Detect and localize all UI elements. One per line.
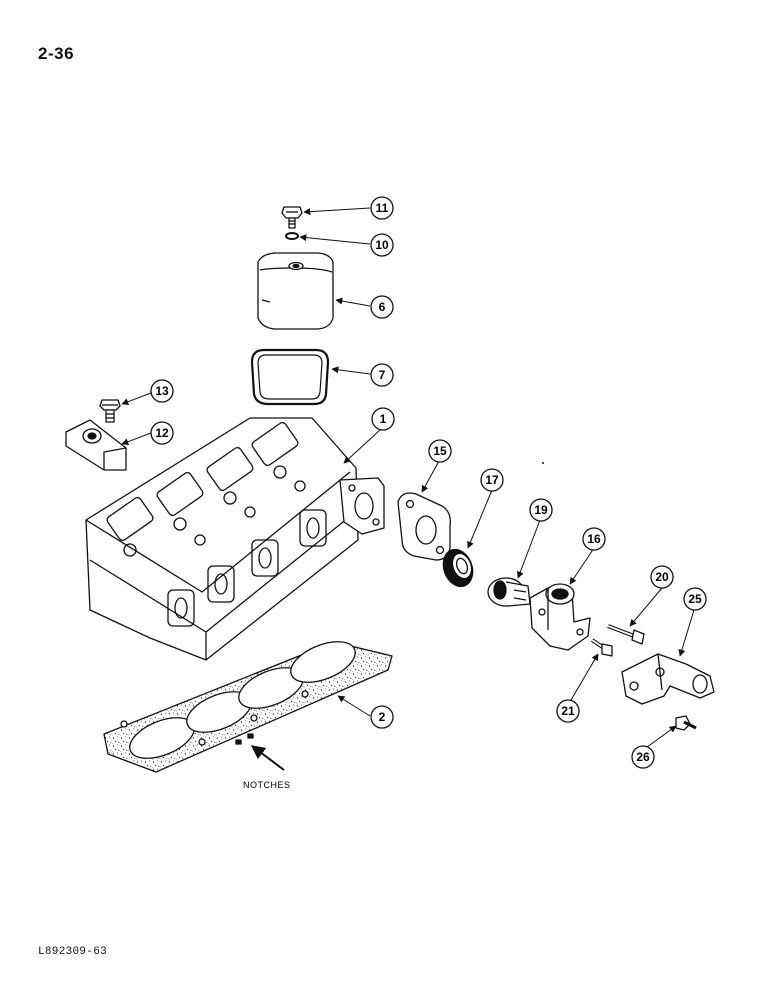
bolt-part-21 [590, 638, 613, 657]
callout-7-label: 7 [379, 368, 386, 382]
callout-1: 1 [371, 407, 395, 431]
head-gasket-part-2 [103, 641, 393, 773]
callout-6-label: 6 [379, 300, 386, 314]
cover-part-6 [257, 252, 334, 330]
callout-21: 21 [556, 699, 580, 723]
callout-11-label: 11 [376, 201, 389, 215]
callout-10: 10 [370, 233, 394, 257]
callout-2: 2 [370, 705, 394, 729]
callout-20: 20 [650, 565, 674, 589]
thermostat-part-19 [487, 577, 531, 607]
lifting-bracket-part-12 [65, 419, 127, 471]
callout-12-label: 12 [155, 426, 169, 440]
callout-10-label: 10 [375, 238, 389, 252]
callout-16-label: 16 [587, 532, 601, 546]
gasket-part-7 [250, 348, 330, 406]
callout-26: 26 [631, 745, 655, 769]
callout-2-label: 2 [379, 710, 386, 724]
callout-19-label: 19 [534, 503, 548, 517]
callout-19: 19 [529, 498, 553, 522]
callout-17: 17 [480, 468, 504, 492]
figure-code: L892309-63 [38, 946, 108, 958]
callout-16: 16 [582, 527, 606, 551]
callout-11: 11 [370, 196, 394, 220]
gasket-part-15 [397, 492, 451, 561]
callout-20-label: 20 [655, 570, 669, 584]
bolt-part-13 [99, 399, 121, 423]
cylinder-head-part-1 [85, 417, 385, 661]
callout-13-label: 13 [155, 384, 169, 398]
callout-25-label: 25 [688, 592, 702, 606]
callout-17-label: 17 [485, 473, 499, 487]
bolt-part-26 [675, 715, 697, 731]
callout-1-label: 1 [380, 412, 387, 426]
callout-12: 12 [150, 421, 174, 445]
callout-21-label: 21 [561, 704, 575, 718]
leader-lines [121, 207, 695, 771]
page-number: 2-36 [38, 44, 75, 63]
bolt-part-11 [281, 206, 303, 229]
callout-25: 25 [683, 587, 707, 611]
callout-13: 13 [150, 379, 174, 403]
callout-15-label: 15 [433, 444, 447, 458]
callout-7: 7 [370, 363, 394, 387]
callout-6: 6 [370, 295, 394, 319]
washer-part-10 [285, 232, 299, 240]
callout-15: 15 [428, 439, 452, 463]
callout-26-label: 26 [636, 750, 650, 764]
notches-label: NOTCHES [243, 780, 291, 790]
water-outlet-part-16 [529, 583, 591, 651]
bolt-part-20 [607, 624, 645, 645]
seal-part-17 [442, 548, 474, 588]
bracket-part-25 [621, 653, 715, 705]
